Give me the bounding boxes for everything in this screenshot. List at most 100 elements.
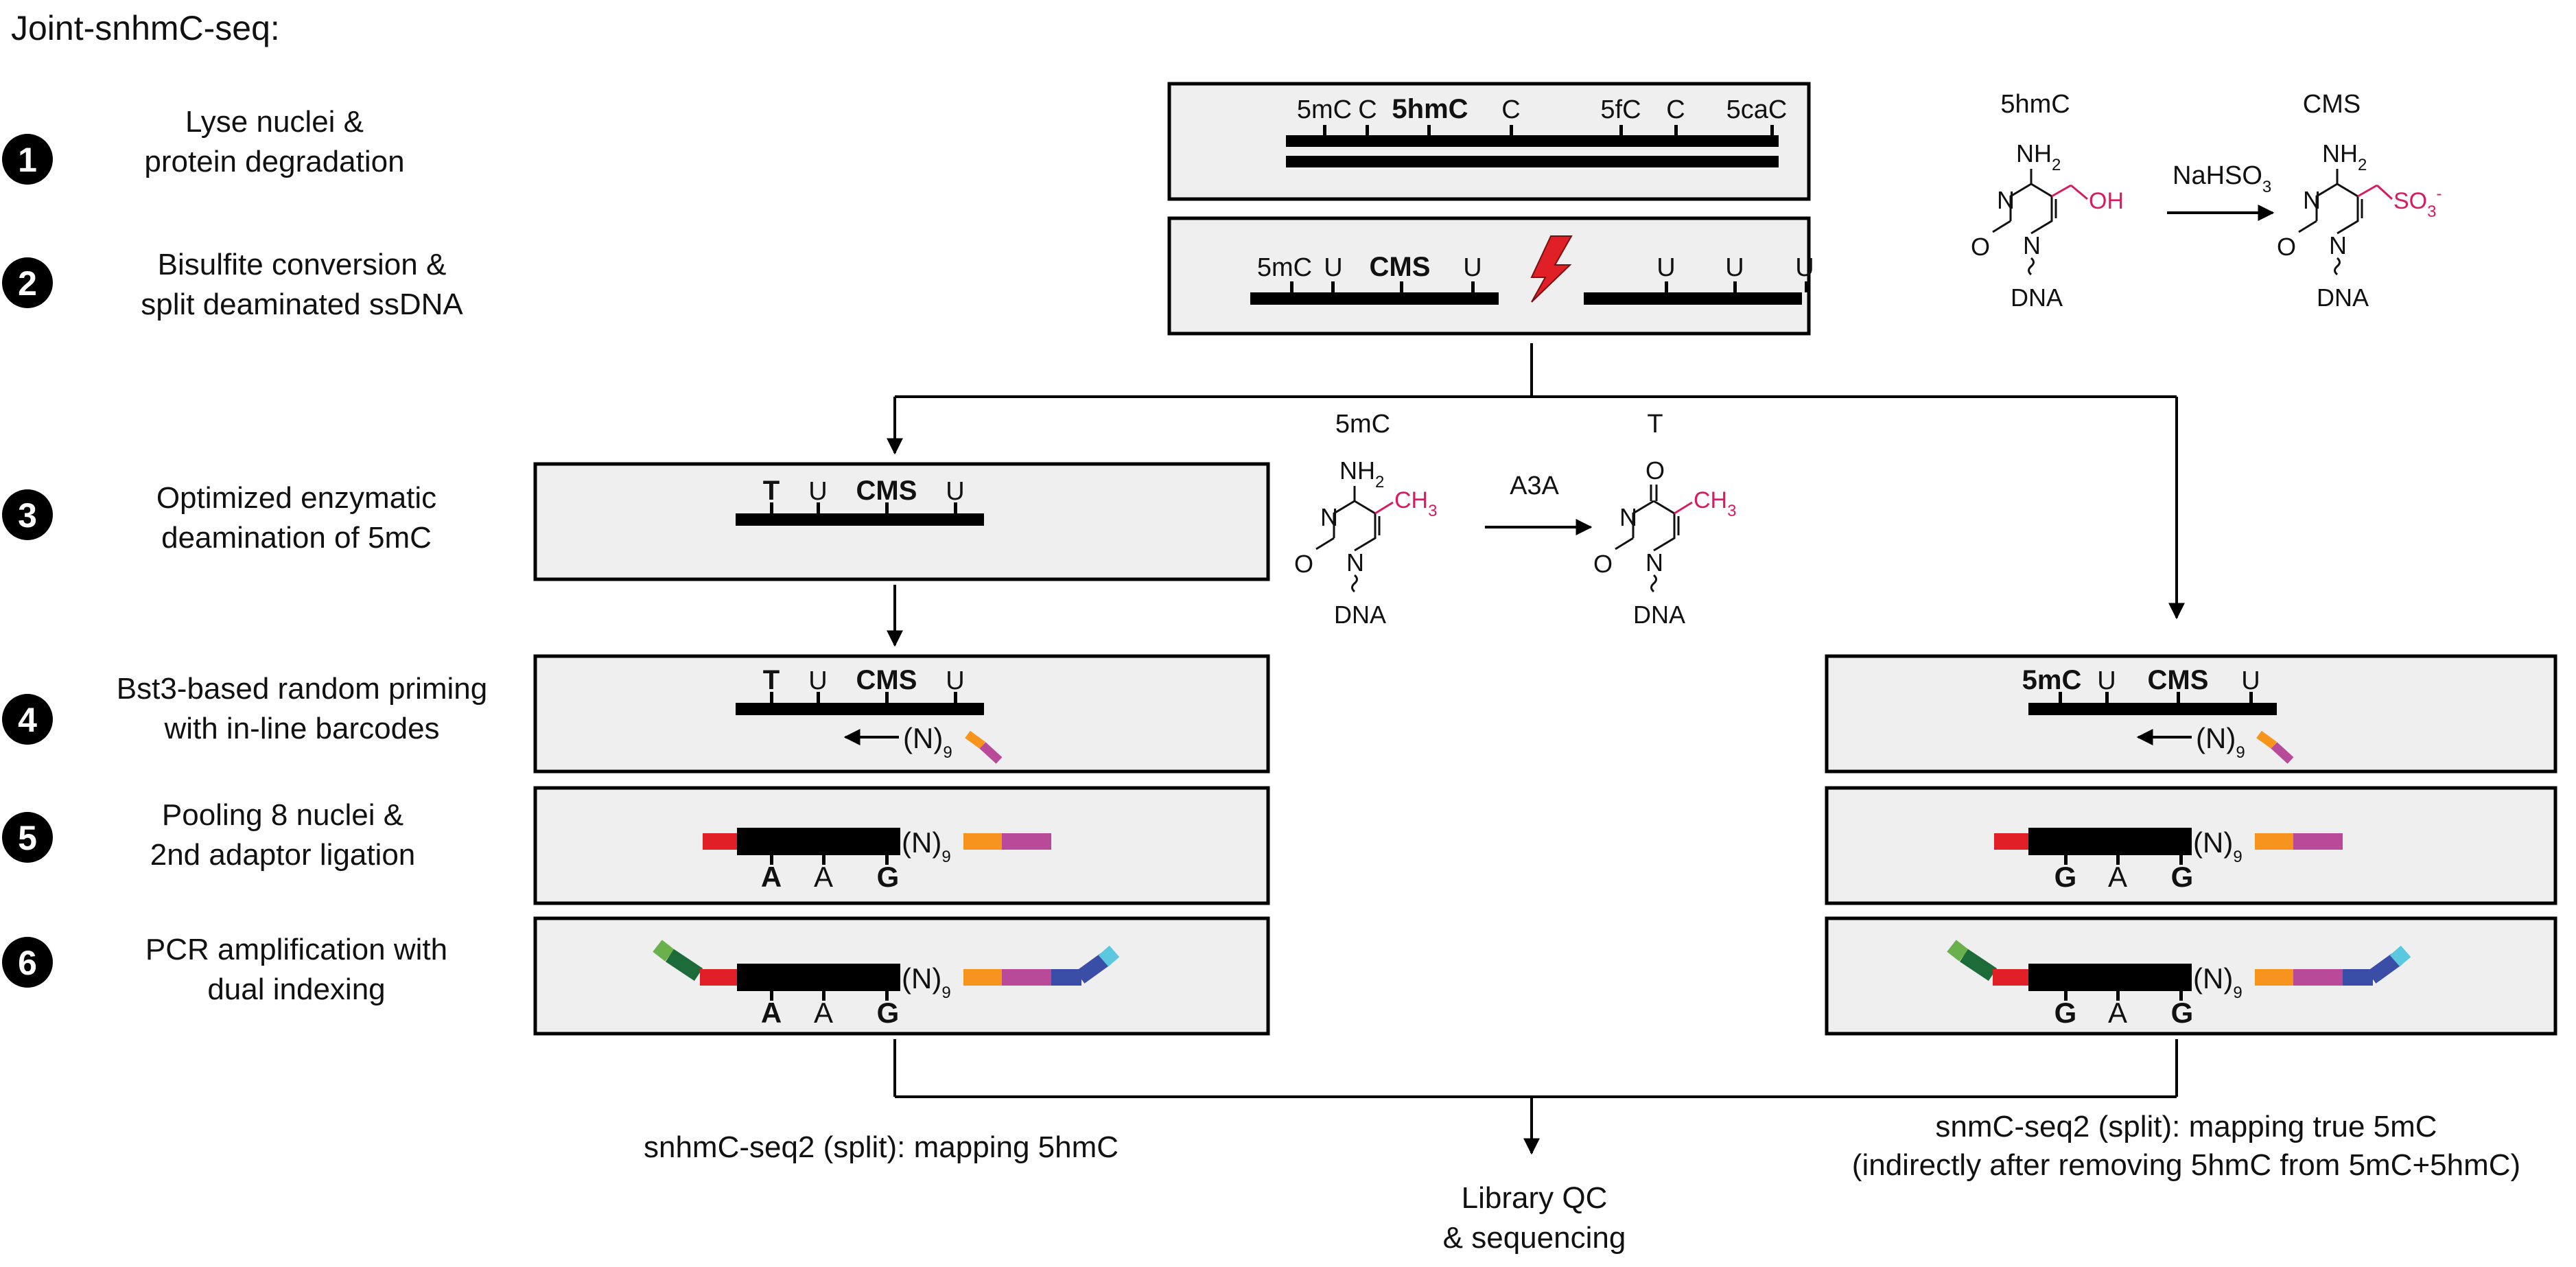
- step-6-line-2: dual indexing: [207, 973, 385, 1006]
- molecule-cms: NH2 N N O DNA SO3-: [2277, 139, 2442, 312]
- step-1-badge: [2, 134, 53, 185]
- base-label-u: U: [1656, 253, 1675, 282]
- base-label-cms: CMS: [856, 476, 917, 506]
- barcode-orange: [2256, 730, 2277, 749]
- step-3-number: 3: [18, 496, 37, 535]
- atom-n1: N: [2329, 231, 2347, 259]
- dna-squiggle: [2334, 257, 2341, 276]
- box-pcr-left: A A G (N)9: [533, 916, 1270, 1036]
- base-label-a: A: [761, 861, 782, 893]
- atom-nh2: NH2: [1339, 456, 1384, 491]
- molecule-5mc: NH2 N N O DNA CH3: [1294, 456, 1437, 629]
- ssdna-left: [1250, 292, 1499, 305]
- atom-nh2: NH2: [2016, 139, 2061, 174]
- atom-dna: DNA: [1334, 601, 1386, 629]
- barcode-orange: [2255, 969, 2293, 986]
- step-3-line-1: Optimized enzymatic: [156, 481, 436, 515]
- ssdna-strand: [736, 703, 984, 715]
- base-label-t: T: [763, 665, 780, 695]
- index-blue-tail: [2367, 953, 2401, 984]
- reagent-a3a: A3A: [1510, 472, 1559, 500]
- index-light-green: [653, 940, 675, 962]
- adaptor-red: [1994, 833, 2028, 850]
- barcode-magenta: [2293, 833, 2343, 850]
- random-primer-label: (N)9: [902, 962, 951, 1002]
- index-blue-tail: [1075, 953, 1110, 984]
- base-label-5fc: 5fC: [1600, 95, 1641, 124]
- dna-strand-bottom: [1286, 156, 1779, 167]
- base-label-g: G: [2054, 997, 2077, 1029]
- index-light-green: [1947, 940, 1969, 962]
- reagent-nahso3: NaHSO3: [2173, 161, 2271, 196]
- base-label-g: G: [877, 861, 900, 893]
- base-label-u: U: [1324, 253, 1342, 282]
- base-label-a: A: [814, 861, 833, 893]
- step-1: 1 Lyse nuclei & protein degradation: [2, 105, 405, 185]
- box-deamination: T U CMS U: [533, 462, 1270, 581]
- step-6: 6 PCR amplification with dual indexing: [2, 933, 447, 1006]
- base-label-a: A: [2108, 997, 2127, 1029]
- atom-o4: O: [1646, 456, 1665, 485]
- barcode-magenta: [979, 742, 1003, 764]
- atom-n1: N: [1646, 548, 1663, 577]
- step-2-number: 2: [18, 264, 37, 303]
- chem-t-name: T: [1647, 410, 1663, 439]
- step-2: 2 Bisulfite conversion & split deaminate…: [2, 248, 463, 321]
- dna-squiggle: [1351, 574, 1358, 593]
- base-label-cms: CMS: [2148, 665, 2209, 695]
- adaptor-red: [703, 833, 737, 850]
- merge-connector: [893, 1039, 2178, 1155]
- chem-5mc-name: 5mC: [1335, 410, 1390, 439]
- index-cyan: [2389, 945, 2411, 967]
- atom-o: O: [2277, 233, 2296, 261]
- ssdna-strand: [2028, 703, 2277, 715]
- base-label-u: U: [808, 666, 827, 695]
- index-dark-green: [665, 949, 703, 981]
- diagram-title: Joint-snhmC-seq:: [11, 9, 280, 47]
- step-4-line-2: with in-line barcodes: [163, 712, 439, 745]
- step-2-line-1: Bisulfite conversion &: [158, 248, 447, 281]
- base-label-u: U: [946, 477, 964, 506]
- chem-cms-name: CMS: [2303, 90, 2361, 119]
- atom-n3: N: [1619, 503, 1637, 531]
- lightning-bolt-icon: [1530, 235, 1573, 303]
- step-4-badge: [2, 694, 53, 745]
- base-label-a: A: [814, 997, 833, 1029]
- atom-o: O: [1294, 550, 1313, 578]
- step-4-line-1: Bst3-based random priming: [117, 672, 487, 706]
- atom-nh2: NH2: [2322, 139, 2367, 174]
- index-dark-green: [1959, 949, 1998, 981]
- insert-strand: [737, 828, 900, 855]
- outcome-left-label: snhmC-seq2 (split): mapping 5hmC: [644, 1130, 1119, 1164]
- base-label-u: U: [1463, 253, 1482, 282]
- outcome-right-line-1: snmC-seq2 (split): mapping true 5mC: [1935, 1110, 2437, 1143]
- step-5: 5 Pooling 8 nuclei & 2nd adaptor ligatio…: [2, 798, 415, 872]
- box-priming-left: T U CMS U (N)9: [533, 654, 1270, 774]
- base-label-5mc: 5mC: [1297, 95, 1352, 124]
- step-3-line-2: deamination of 5mC: [161, 521, 432, 555]
- methyl-group: CH3: [1394, 487, 1437, 520]
- box-ligation-left: A A G (N)9: [533, 786, 1270, 905]
- insert-strand: [2028, 828, 2192, 855]
- chem-5hmc-to-cms: 5hmC NH2 N N O DNA OH NaHSO3 CMS NH2 N N: [1971, 90, 2442, 312]
- step-5-badge: [2, 812, 53, 863]
- box-bisulfite: 5mC U CMS U U U U: [1167, 216, 1814, 336]
- index-cyan: [1098, 945, 1120, 967]
- box-ligation-right: G A G (N)9: [1825, 786, 2557, 905]
- atom-n3: N: [1320, 503, 1338, 531]
- step-1-line-2: protein degradation: [144, 145, 404, 178]
- base-label-c: C: [1666, 95, 1685, 124]
- barcode-orange: [965, 730, 985, 749]
- step-3-badge: [2, 489, 53, 540]
- ssdna-right: [1584, 292, 1802, 305]
- step-3: 3 Optimized enzymatic deamination of 5mC: [2, 481, 436, 555]
- outcome-right-line-2: (indirectly after removing 5hmC from 5mC…: [1852, 1148, 2520, 1182]
- barcode-magenta: [1002, 969, 1051, 986]
- base-label-u: U: [808, 477, 827, 506]
- dna-squiggle: [1650, 574, 1657, 593]
- molecule-thymine: O N N O DNA CH3: [1593, 456, 1736, 629]
- base-label-5hmc: 5hmC: [1392, 94, 1468, 124]
- step-1-number: 1: [18, 141, 37, 179]
- base-label-g: G: [2171, 997, 2194, 1029]
